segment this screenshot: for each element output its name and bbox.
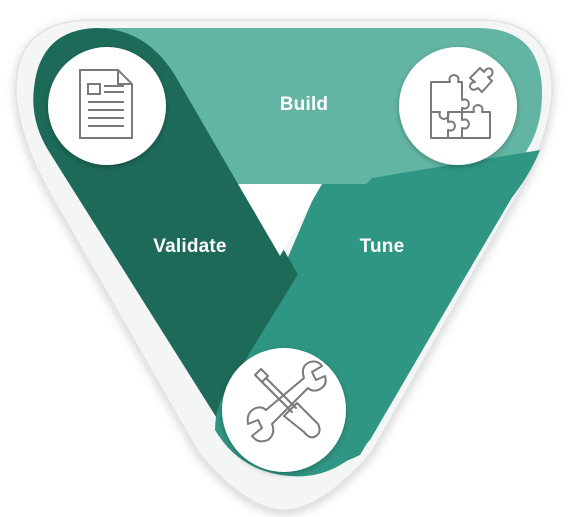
build-node <box>399 47 517 165</box>
validate-node <box>48 47 166 165</box>
puzzle-icon <box>430 67 494 139</box>
document-icon <box>79 69 133 139</box>
tools-icon <box>246 360 327 443</box>
stage-label-validate: Validate <box>153 236 226 257</box>
tune-node <box>222 348 346 472</box>
center-gap <box>238 184 322 256</box>
stage-label-tune: Tune <box>360 236 405 257</box>
stage-label-build: Build <box>280 94 329 115</box>
